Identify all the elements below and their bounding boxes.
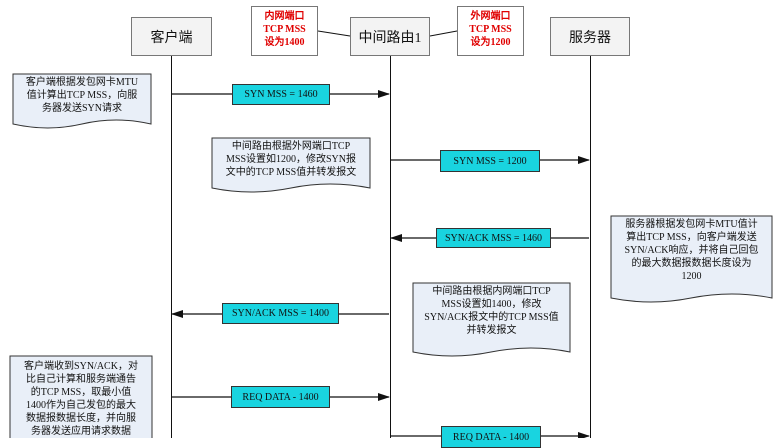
note-line: SYN/ACK响应，并将自己回包 xyxy=(624,245,759,256)
outer-port-line: 设为1200 xyxy=(470,37,511,48)
message-label-synack-1460: SYN/ACK MSS = 1460 xyxy=(436,228,551,248)
note-shape-server-synack xyxy=(610,215,773,303)
message-label-syn-1200: SYN MSS = 1200 xyxy=(440,150,540,172)
note-line: 客户端收到SYN/ACK，对 xyxy=(24,361,138,372)
inner-port-line: TCP MSS xyxy=(263,24,306,35)
note-shape-router-syn xyxy=(211,137,371,193)
participant-router: 中间路由1 xyxy=(350,17,430,56)
note-client-syn: 客户端根据发包网卡MTU 值计算出TCP MSS，向服 务器发送SYN请求 xyxy=(13,74,151,117)
note-line: 中间路由根据外网端口TCP xyxy=(231,141,351,152)
note-line: 务器发送SYN请求 xyxy=(41,103,122,114)
server-lifeline xyxy=(590,56,591,438)
note-line: 务器发送应用请求数据 xyxy=(31,426,131,437)
note-router-syn: 中间路由根据外网端口TCP MSS设置如1200，修改SYN报 文中的TCP M… xyxy=(212,138,370,181)
note-router-synack: 中间路由根据内网端口TCP MSS设置如1400，修改 SYN/ACK报文中的T… xyxy=(413,283,570,339)
note-line: 算出TCP MSS，向客户端发送 xyxy=(626,232,757,243)
note-line: 文中的TCP MSS值并转发报文 xyxy=(225,167,357,178)
note-line: 服务器根据发包网卡MTU值计 xyxy=(625,219,758,230)
note-shape-client-req xyxy=(9,355,153,438)
inner-port-line: 内网端口 xyxy=(264,11,305,22)
note-line: 的最大数据报数据长度设为 xyxy=(631,258,752,269)
message-label-req-2: REQ DATA - 1400 xyxy=(441,426,541,448)
router-lifeline xyxy=(390,56,391,438)
message-label-syn-1460: SYN MSS = 1460 xyxy=(232,84,330,105)
port-connectors xyxy=(317,30,458,37)
note-line: 1200 xyxy=(681,271,702,282)
participant-server-label: 服务器 xyxy=(569,30,611,46)
outer-port-line: 外网端口 xyxy=(470,11,511,22)
participant-client: 客户端 xyxy=(131,17,212,56)
note-line: SYN/ACK报文中的TCP MSS值 xyxy=(424,312,559,323)
outer-port-line: TCP MSS xyxy=(469,24,512,35)
note-line: 并转发报文 xyxy=(466,325,517,336)
inner-port-label: 内网端口 TCP MSS 设为1400 xyxy=(251,6,318,56)
inner-port-line: 设为1400 xyxy=(264,37,305,48)
note-line: 客户端根据发包网卡MTU xyxy=(25,77,139,88)
note-line: 值计算出TCP MSS，向服 xyxy=(26,90,138,101)
sequence-diagram: 客户端 中间路由1 服务器 内网端口 TCP MSS 设为1400 外网端口 T… xyxy=(9,6,773,448)
note-line: 比自己计算和服务端通告 xyxy=(26,374,136,385)
note-line: 中间路由根据内网端口TCP xyxy=(432,286,551,297)
note-line: 1400作为自己发包的最大 xyxy=(26,400,136,411)
note-shape-client-syn xyxy=(12,73,152,129)
note-line: 数据报数据长度，并向服 xyxy=(26,413,136,424)
participant-router-label: 中间路由1 xyxy=(358,30,422,46)
client-lifeline xyxy=(171,56,172,438)
note-line: MSS设置如1200，修改SYN报 xyxy=(225,154,357,165)
participant-server: 服务器 xyxy=(550,17,630,56)
message-label-synack-1400: SYN/ACK MSS = 1400 xyxy=(222,303,339,324)
note-line: MSS设置如1400，修改 xyxy=(441,299,542,310)
note-shapes xyxy=(9,73,773,438)
note-shape-router-synack xyxy=(412,282,571,357)
note-client-req: 客户端收到SYN/ACK，对 比自己计算和服务端通告 的TCP MSS，取最小值… xyxy=(10,358,152,440)
message-label-req-1: REQ DATA - 1400 xyxy=(231,386,330,408)
outer-port-label: 外网端口 TCP MSS 设为1200 xyxy=(457,6,524,56)
note-line: 的TCP MSS，取最小值 xyxy=(30,387,132,398)
participant-client-label: 客户端 xyxy=(150,30,193,46)
note-server-synack: 服务器根据发包网卡MTU值计 算出TCP MSS，向客户端发送 SYN/ACK响… xyxy=(611,216,772,285)
